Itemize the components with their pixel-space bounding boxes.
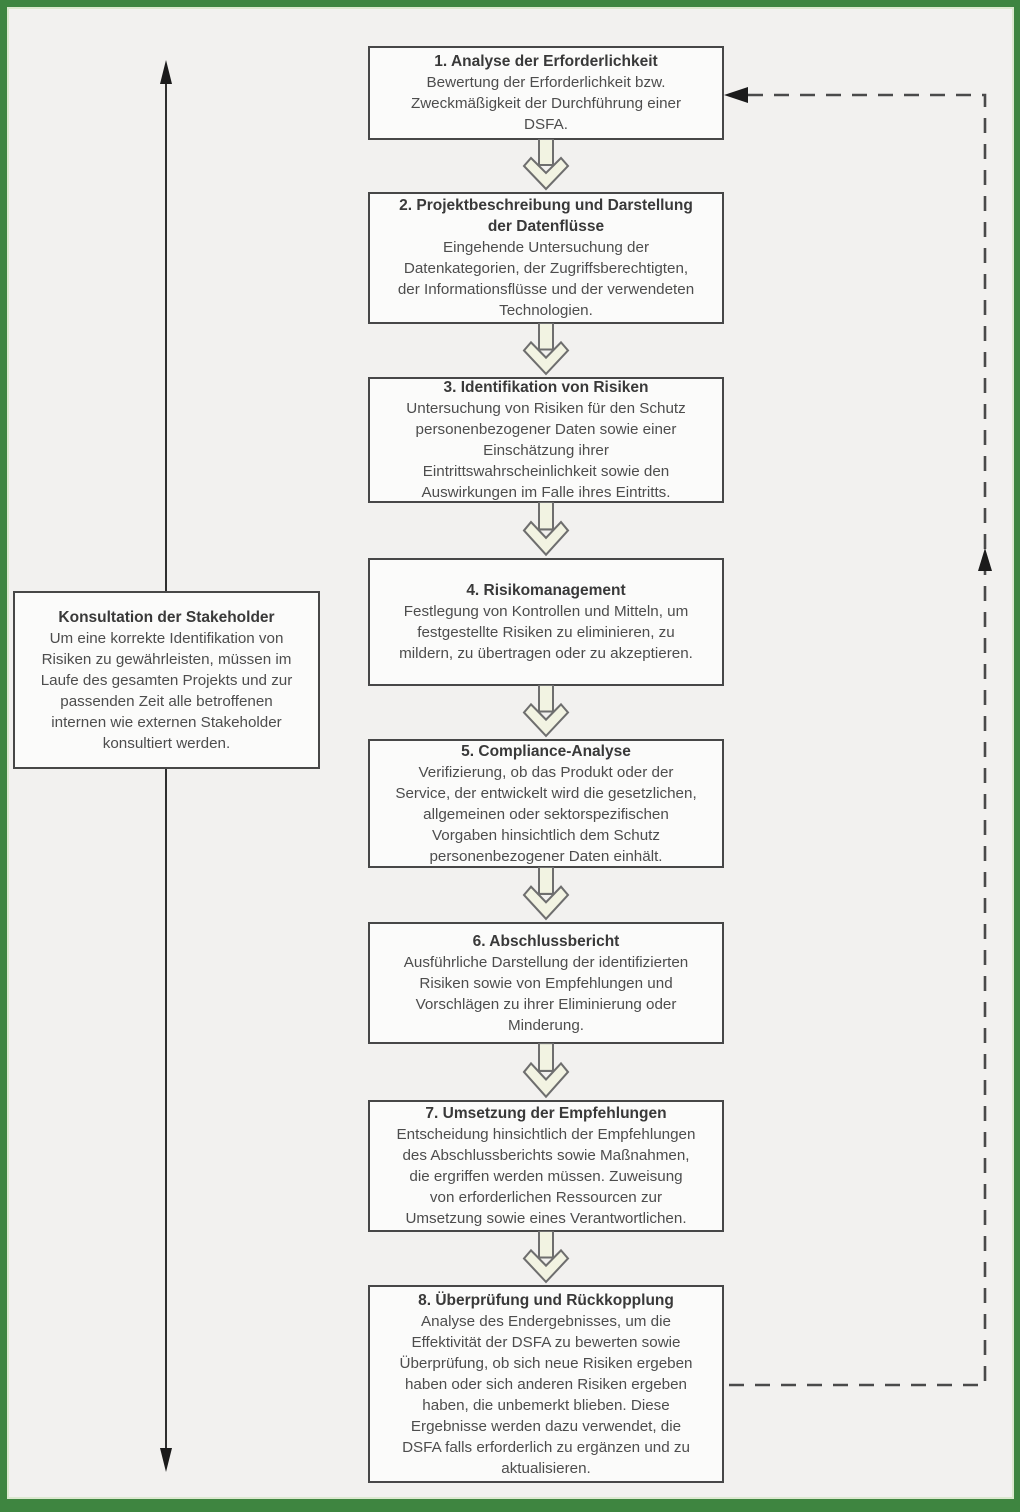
step-box-3: 3. Identifikation von Risiken Untersuchu… xyxy=(368,377,724,503)
step-box-5: 5. Compliance-Analyse Verifizierung, ob … xyxy=(368,739,724,868)
step-body: Bewertung der Erforderlichkeit bzw. Zwec… xyxy=(410,74,682,133)
step-body: Untersuchung von Risiken für den Schutz … xyxy=(406,400,686,501)
step-body: Entscheidung hinsichtlich der Empfehlung… xyxy=(396,1126,696,1227)
block-arrow-down-icon xyxy=(522,685,570,738)
arrow-up-icon xyxy=(978,548,992,571)
step-title: 7. Umsetzung der Empfehlungen xyxy=(425,1105,667,1122)
step-box-2: 2. Projektbeschreibung und Darstellung d… xyxy=(368,192,724,324)
step-title: 1. Analyse der Erforderlichkeit xyxy=(434,53,658,70)
stakeholder-box-body: Um eine korrekte Identifikation von Risi… xyxy=(40,629,293,752)
feedback-loop-dashed-line xyxy=(724,87,992,1387)
step-title: 6. Abschlussbericht xyxy=(472,932,620,950)
step-box-4: 4. Risikomanagement Festlegung von Kontr… xyxy=(368,558,724,686)
step-title: 8. Überprüfung und Rückkopplung xyxy=(418,1291,674,1309)
step-title: 2. Projektbeschreibung und Darstellung d… xyxy=(399,197,693,235)
arrow-down-icon xyxy=(160,1448,172,1472)
step-body: Analyse des Endergebnisses, um die Effek… xyxy=(399,1312,693,1477)
block-arrow-down-icon xyxy=(522,1043,570,1099)
block-arrow-down-icon xyxy=(522,139,570,191)
arrow-left-icon xyxy=(724,87,748,103)
block-arrow-down-icon xyxy=(522,323,570,376)
step-title: 4. Risikomanagement xyxy=(466,582,626,599)
step-box-6: 6. Abschlussbericht Ausführliche Darstel… xyxy=(368,922,724,1044)
step-body: Verifizierung, ob das Produkt oder der S… xyxy=(395,763,697,865)
step-title: 5. Compliance-Analyse xyxy=(461,742,631,760)
block-arrow-down-icon xyxy=(522,867,570,921)
block-arrow-down-icon xyxy=(522,1231,570,1284)
arrow-up-icon xyxy=(160,60,172,84)
step-body: Ausführliche Darstellung der identifizie… xyxy=(403,953,689,1034)
step-body: Festlegung von Kontrollen und Mitteln, u… xyxy=(399,603,693,662)
step-box-8: 8. Überprüfung und Rückkopplung Analyse … xyxy=(368,1285,724,1483)
stakeholder-box: Konsultation der Stakeholder Um eine kor… xyxy=(13,591,320,769)
step-box-7: 7. Umsetzung der Empfehlungen Entscheidu… xyxy=(368,1100,724,1232)
step-title: 3. Identifikation von Risiken xyxy=(443,379,649,396)
stakeholder-box-title: Konsultation der Stakeholder xyxy=(58,608,275,626)
step-box-1: 1. Analyse der Erforderlichkeit Bewertun… xyxy=(368,46,724,140)
step-body: Eingehende Untersuchung der Datenkategor… xyxy=(397,239,695,319)
block-arrow-down-icon xyxy=(522,502,570,557)
